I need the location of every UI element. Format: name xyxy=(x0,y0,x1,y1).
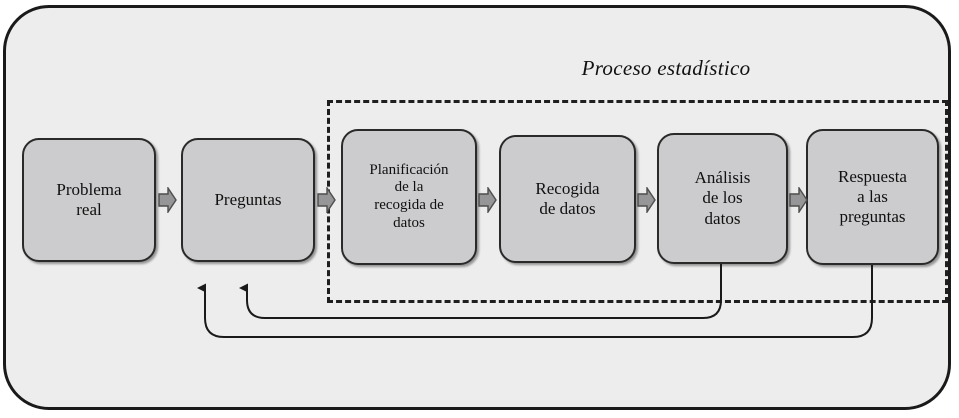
connector-arrow-icon xyxy=(478,187,497,213)
outer-container xyxy=(3,5,951,410)
connector-arrow-icon xyxy=(789,187,808,213)
process-box-label: Preguntas xyxy=(214,189,282,209)
connector-arrow-icon xyxy=(317,187,336,213)
connector-arrow-icon xyxy=(158,187,177,213)
process-box-preguntas[interactable]: Preguntas xyxy=(181,138,315,262)
connector-arrow-icon xyxy=(637,187,656,213)
process-region-title: Proceso estadístico xyxy=(581,56,751,80)
